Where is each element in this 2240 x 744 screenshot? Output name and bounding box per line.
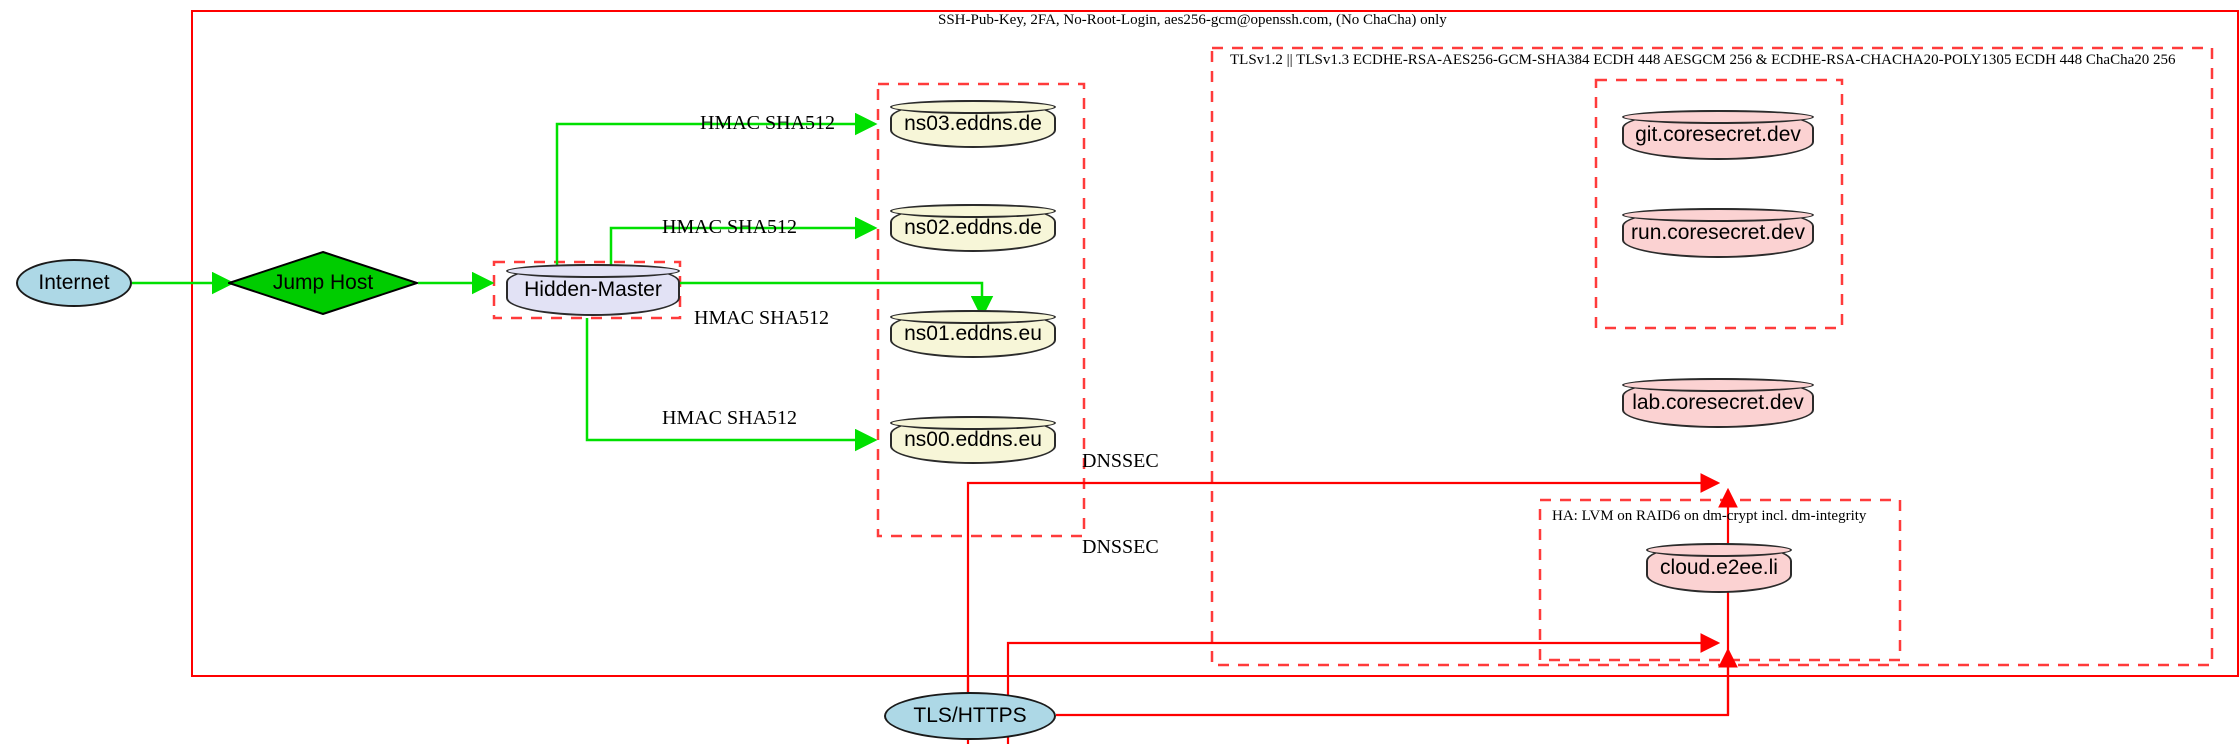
cylinder-top <box>890 100 1056 114</box>
node-tls-https[interactable]: TLS/HTTPS <box>884 692 1056 740</box>
cylinder-top <box>890 310 1056 324</box>
cylinder-top <box>890 416 1056 430</box>
node-jump-host[interactable]: Jump Host <box>228 251 418 315</box>
cylinder-top <box>1622 110 1814 124</box>
edge-label-hmac-ns02: HMAC SHA512 <box>662 216 798 238</box>
cylinder-top <box>1622 378 1814 392</box>
node-cloud-e2ee[interactable]: cloud.e2ee.li <box>1646 543 1792 593</box>
node-hidden-master-label: Hidden-Master <box>524 278 662 301</box>
node-tls-https-label: TLS/HTTPS <box>913 704 1027 727</box>
node-ns02[interactable]: ns02.eddns.de <box>890 204 1056 252</box>
node-run-coresecret[interactable]: run.coresecret.dev <box>1622 208 1814 258</box>
node-git-coresecret[interactable]: git.coresecret.dev <box>1622 110 1814 160</box>
node-internet[interactable]: Internet <box>16 259 132 307</box>
edge-label-hmac-ns01: HMAC SHA512 <box>694 307 830 329</box>
edge-label-hmac-ns00: HMAC SHA512 <box>662 407 798 429</box>
node-ns01-label: ns01.eddns.eu <box>904 322 1042 345</box>
edge-label-hmac-ns03: HMAC SHA512 <box>700 112 836 134</box>
cylinder-top <box>1622 208 1814 222</box>
node-ns03[interactable]: ns03.eddns.de <box>890 100 1056 148</box>
node-ns00-label: ns00.eddns.eu <box>904 428 1042 451</box>
coresecret-cluster-box <box>1594 78 1844 330</box>
link-master-ns01 <box>680 281 994 319</box>
outer-security-boundary <box>191 10 2239 677</box>
node-ns02-label: ns02.eddns.de <box>904 216 1042 239</box>
diamond-shape <box>228 251 418 315</box>
link-dnssec-lower <box>1006 633 1721 744</box>
node-run-coresecret-label: run.coresecret.dev <box>1631 221 1805 244</box>
link-master-ns03 <box>555 112 878 270</box>
node-cloud-e2ee-label: cloud.e2ee.li <box>1660 556 1778 579</box>
cylinder-top <box>1646 543 1792 557</box>
cylinder-top <box>506 264 680 278</box>
link-master-ns02 <box>609 216 878 270</box>
node-hidden-master[interactable]: Hidden-Master <box>506 264 680 316</box>
tls-cluster-label: TLSv1.2 || TLSv1.3 ECDHE-RSA-AES256-GCM-… <box>1230 52 2176 68</box>
dns-cluster-box <box>876 82 1086 538</box>
edge-label-dnssec-lower: DNSSEC <box>1082 536 1159 558</box>
cylinder-top <box>890 204 1056 218</box>
node-ns03-label: ns03.eddns.de <box>904 112 1042 135</box>
node-ns01[interactable]: ns01.eddns.eu <box>890 310 1056 358</box>
node-ns00[interactable]: ns00.eddns.eu <box>890 416 1056 464</box>
ssh-cluster-label: SSH-Pub-Key, 2FA, No-Root-Login, aes256-… <box>938 12 1447 28</box>
node-git-coresecret-label: git.coresecret.dev <box>1635 123 1801 146</box>
ha-cluster-label: HA: LVM on RAID6 on dm-crypt incl. dm-in… <box>1552 508 1867 524</box>
edge-label-dnssec-upper: DNSSEC <box>1082 450 1159 472</box>
node-lab-coresecret[interactable]: lab.coresecret.dev <box>1622 378 1814 428</box>
node-jump-host-label: Jump Host <box>272 271 374 294</box>
link-dnssec-upper <box>966 473 1721 744</box>
node-lab-coresecret-label: lab.coresecret.dev <box>1632 391 1804 414</box>
node-internet-label: Internet <box>38 271 110 294</box>
link-master-ns00 <box>585 318 878 452</box>
tls-cluster-box <box>1210 46 2214 667</box>
